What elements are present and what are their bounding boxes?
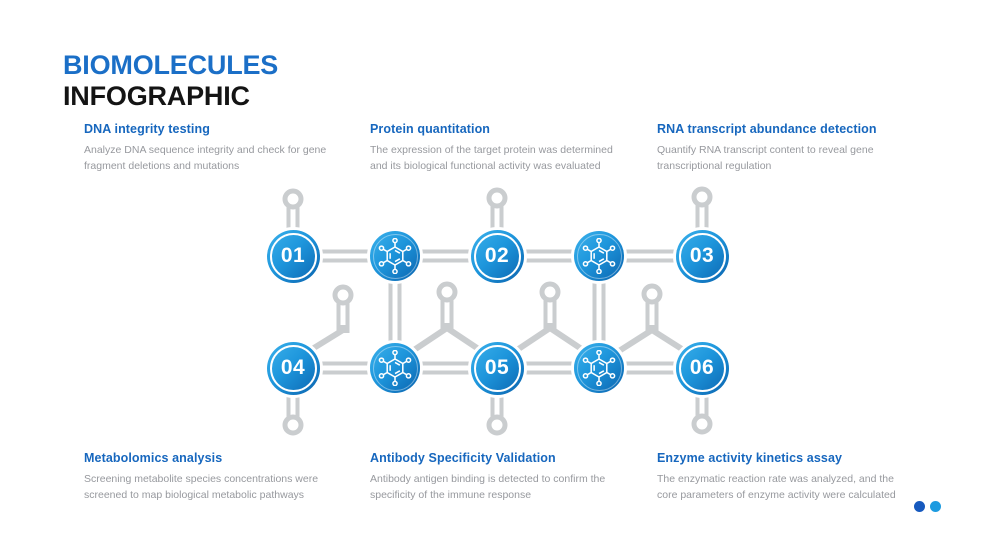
diag-to-molecule-4 [547,325,586,353]
ring-bottom-05 [486,414,508,436]
node-02: 02 [470,229,524,283]
diag-to-05-left [444,325,483,353]
node-05: 05 [470,341,524,395]
section-title: Metabolomics analysis [84,451,223,465]
molecule-node-3 [370,343,420,393]
ring-mid-2 [436,281,458,303]
molecule-icon [378,238,412,274]
node-number: 06 [689,356,715,379]
section-rna-transcript-abundance: RNA transcript abundance detection Quant… [657,122,915,174]
node-04: 04 [266,341,320,395]
node-number: 05 [484,356,510,379]
section-title: Enzyme activity kinetics assay [657,451,843,465]
section-title: Protein quantitation [370,122,491,136]
node-number: 03 [689,244,715,267]
node-number: 04 [280,356,306,379]
ring-mid-1 [332,284,354,306]
molecule-icon [582,350,616,386]
section-description: The enzymatic reaction rate was analyzed… [657,473,896,501]
section-description: Screening metabolite species concentrati… [84,473,319,501]
ring-bottom-06 [691,413,713,435]
title-line-2: INFOGRAPHIC [63,81,250,111]
molecule-node-4 [574,343,624,393]
ring-mid-3 [539,281,561,303]
section-title: Antibody Specificity Validation [370,451,556,465]
section-description: Quantify RNA transcript content to revea… [657,144,874,172]
node-03: 03 [675,229,729,283]
section-enzyme-activity-kinetics: Enzyme activity kinetics assay The enzym… [657,451,915,503]
page-title: BIOMOLECULES INFOGRAPHIC [63,50,278,112]
title-line-1: BIOMOLECULES [63,50,279,80]
diag-to-molecule-3 [411,325,450,353]
diag-to-04 [306,327,346,354]
diagonal-branches [306,325,688,354]
molecule-icon [582,238,616,274]
section-dna-integrity-testing: DNA integrity testing Analyze DNA sequen… [84,122,342,174]
footer-dot-light [929,500,941,512]
section-title: DNA integrity testing [84,122,210,136]
diag-to-06 [649,327,688,354]
molecule-node-1 [370,231,420,281]
section-description: Antibody antigen binding is detected to … [370,473,606,501]
section-protein-quantitation: Protein quantitation The expression of t… [370,122,628,174]
molecule-node-2 [574,231,624,281]
ring-top-02 [486,187,508,209]
section-description: Analyze DNA sequence integrity and check… [84,144,327,172]
section-title: RNA transcript abundance detection [657,122,877,136]
ring-mid-4 [641,283,663,305]
terminal-rings [282,186,713,436]
node-01: 01 [266,229,320,283]
ring-top-03 [691,186,713,208]
section-antibody-specificity: Antibody Specificity Validation Antibody… [370,451,628,503]
node-06: 06 [675,341,729,395]
molecule-icon [378,350,412,386]
node-number: 01 [280,244,306,267]
footer-dot-dark [913,500,925,512]
section-metabolomics-analysis: Metabolomics analysis Screening metaboli… [84,451,342,503]
section-description: The expression of the target protein was… [370,144,613,172]
ring-bottom-04 [282,414,304,436]
node-number: 02 [484,244,510,267]
diag-to-molecule-4-right [616,327,655,354]
diag-to-05-right [514,325,553,353]
ring-top-01 [282,188,304,210]
